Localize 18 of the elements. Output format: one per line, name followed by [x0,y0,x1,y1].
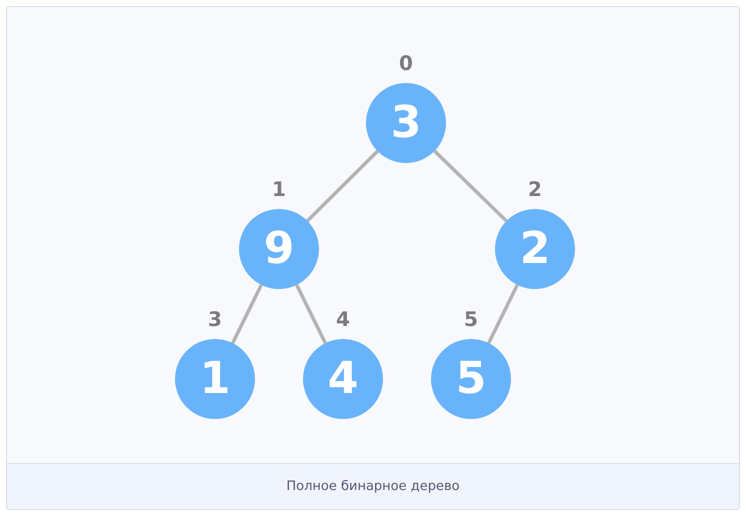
node-index: 0 [399,53,413,73]
node-index: 2 [528,179,542,199]
node-index: 3 [208,309,222,329]
node-value: 1 [200,357,230,401]
tree-edge [231,284,263,344]
node-value: 9 [264,227,294,271]
node-index: 4 [336,309,350,329]
tree-edge [306,150,379,222]
node-value: 2 [520,227,550,271]
node-index: 5 [464,309,478,329]
node-index: 1 [272,179,286,199]
node-value: 3 [390,101,422,145]
tree-edge [487,284,519,344]
node-value: 4 [328,357,358,401]
node-value: 5 [456,357,486,401]
tree-edge [295,284,327,344]
caption: Полное бинарное дерево [286,479,460,494]
tree-edge [433,150,508,222]
